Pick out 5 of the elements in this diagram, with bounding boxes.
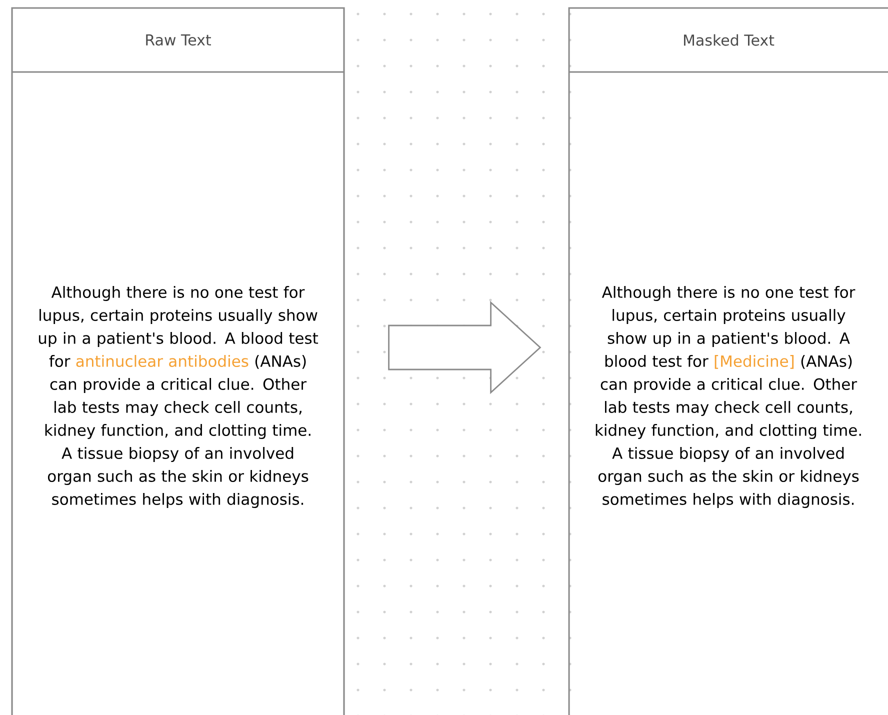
paragraph: Although there is no one test for lupus, certain proteins usually show up in a patient's blood. A blood test for [Medicine] (ANAs) can provide a critical clue. Other lab tests may check cell counts, kidney function, and clotting time. A tissue biopsy of an involved organ such as the skin or kidneys sometimes helps with diagnosis. (596, 286, 861, 508)
paragraph: Although there is no one test for lupus, certain proteins usually show up in a patient's blood. A blood test for antinuclear antibodies (ANAs) can provide a critical clue. Other lab tests may check cell counts, kidney function, and clotting time. A tissue biopsy of an involved organ such as the skin or kidneys sometimes helps with diagnosis. (38, 286, 318, 508)
panel-heading: Masked Text (684, 34, 774, 46)
block-arrow (388, 300, 542, 394)
panel-heading: Raw Text (146, 34, 211, 46)
